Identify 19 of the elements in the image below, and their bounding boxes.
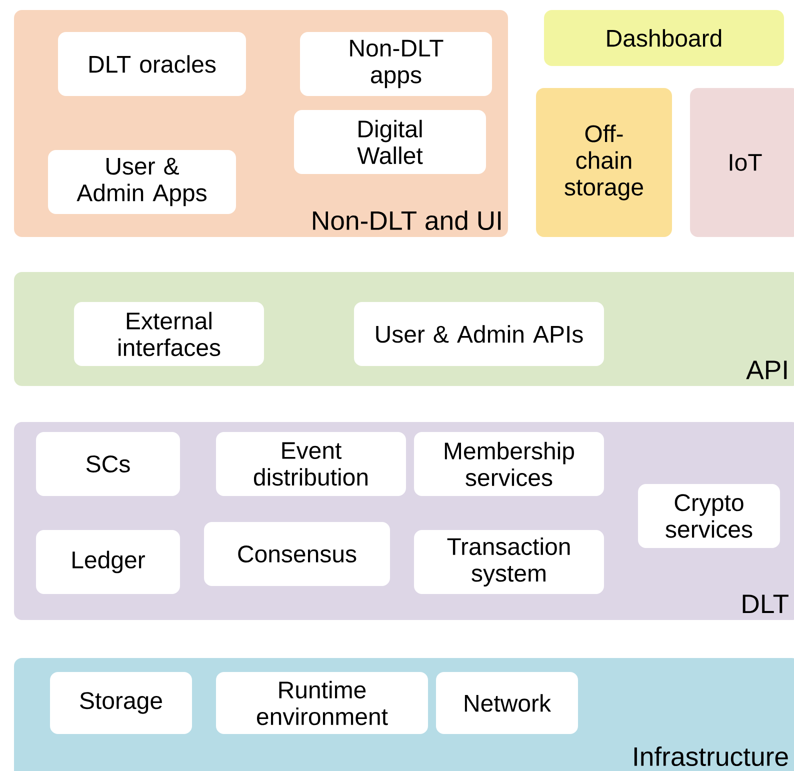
component-box: IoT xyxy=(690,88,794,238)
component-box: User & Admin APIs xyxy=(354,302,604,366)
component-box: Membership services xyxy=(414,432,604,496)
component-box: User & Admin Apps xyxy=(48,150,236,214)
component-box: Crypto services xyxy=(638,484,780,548)
component-box: Off-chain storage xyxy=(536,88,672,238)
component-box: Consensus xyxy=(204,522,390,586)
component-box: DLT oracles xyxy=(58,32,246,96)
component-box: Network xyxy=(436,672,578,734)
component-box: SCs xyxy=(36,432,180,496)
component-box: Event distribution xyxy=(216,432,406,496)
component-box: Transaction system xyxy=(414,530,604,594)
component-box: Ledger xyxy=(36,530,180,594)
component-box: Digital Wallet xyxy=(294,110,486,174)
component-box: Runtime environment xyxy=(216,672,428,734)
component-box: External interfaces xyxy=(74,302,264,366)
component-box: Non-DLT apps xyxy=(300,32,492,96)
component-box: Storage xyxy=(50,672,192,734)
component-box: Dashboard xyxy=(544,10,784,66)
